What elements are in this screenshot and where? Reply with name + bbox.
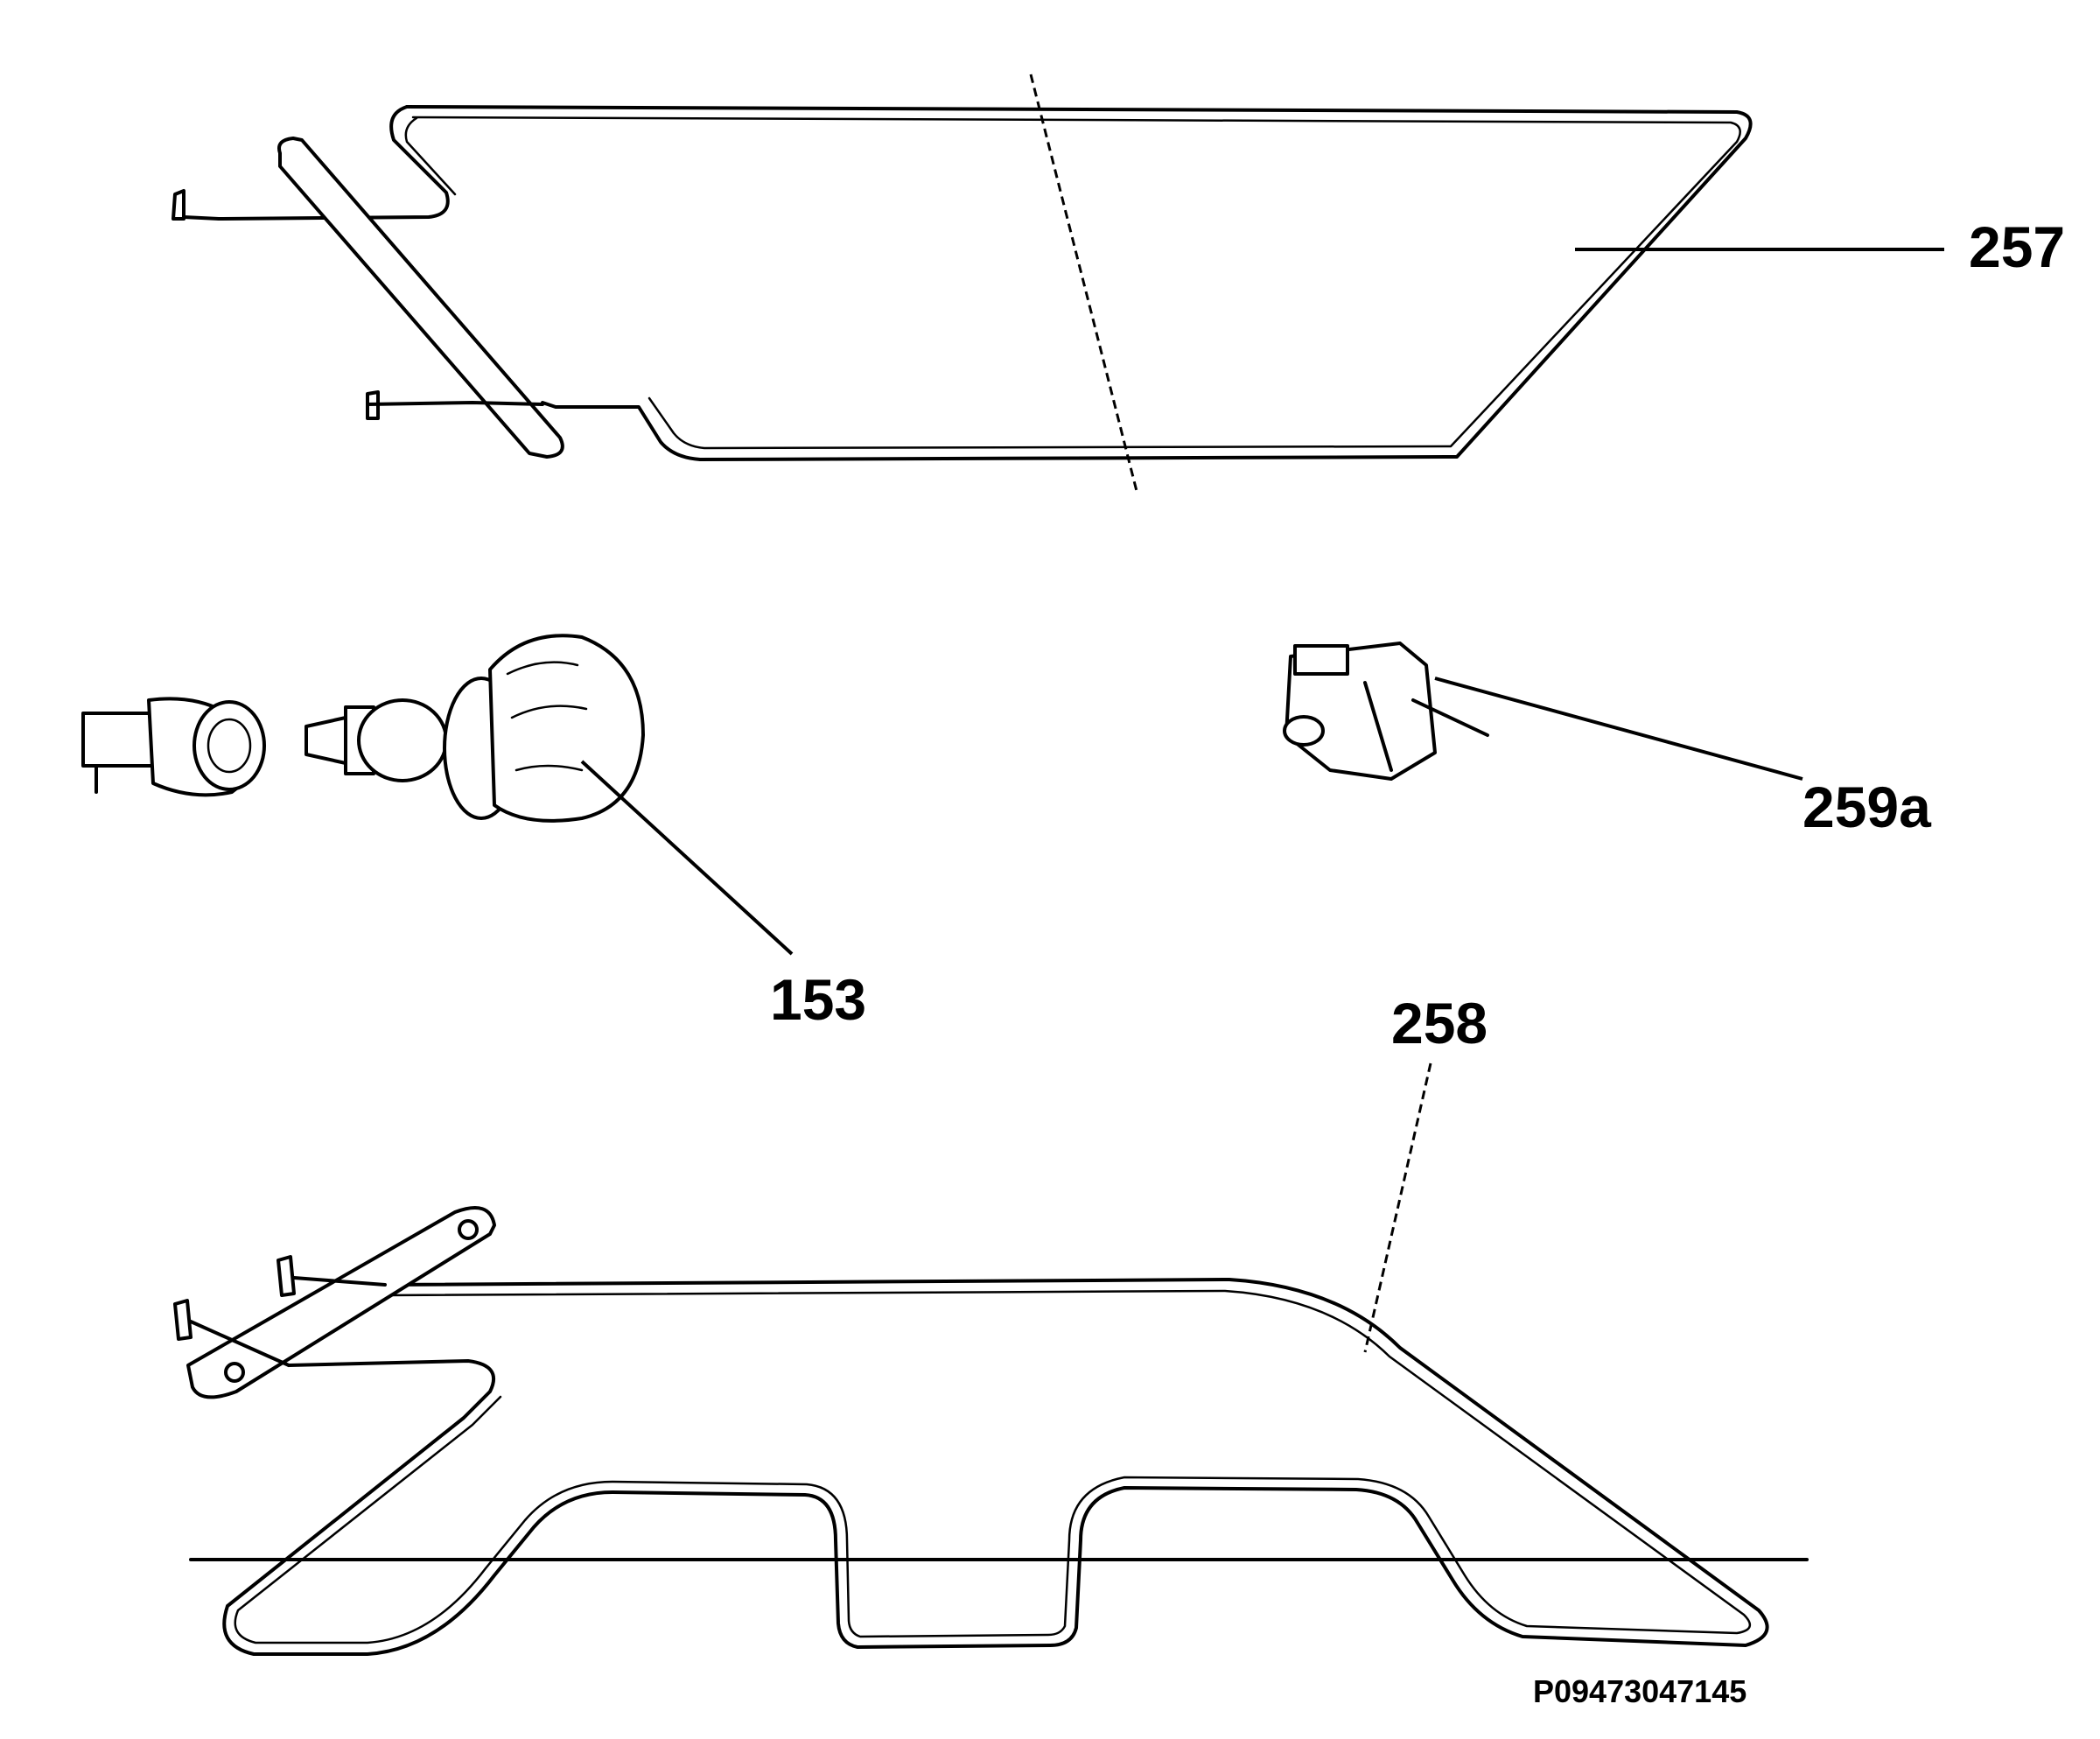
heating-element-258 xyxy=(173,1206,1809,1656)
callout-259a: 259a xyxy=(1802,775,1932,839)
thermostat-259a xyxy=(1283,642,1489,781)
lamp-bulb xyxy=(304,698,448,782)
callout-257: 257 xyxy=(1969,214,2065,279)
diagram-reference-code: P09473047145 xyxy=(1533,1673,1746,1709)
callout-258: 258 xyxy=(1391,991,1488,1055)
leader-259a xyxy=(1434,677,1803,781)
oven-lamp-assembly-153 xyxy=(81,634,645,823)
heating-element-257 xyxy=(172,74,1753,495)
leader-153 xyxy=(580,760,794,956)
callout-153: 153 xyxy=(770,967,866,1032)
lamp-socket xyxy=(81,697,266,797)
lamp-cover xyxy=(443,634,645,823)
leader-258 xyxy=(1363,1062,1432,1353)
